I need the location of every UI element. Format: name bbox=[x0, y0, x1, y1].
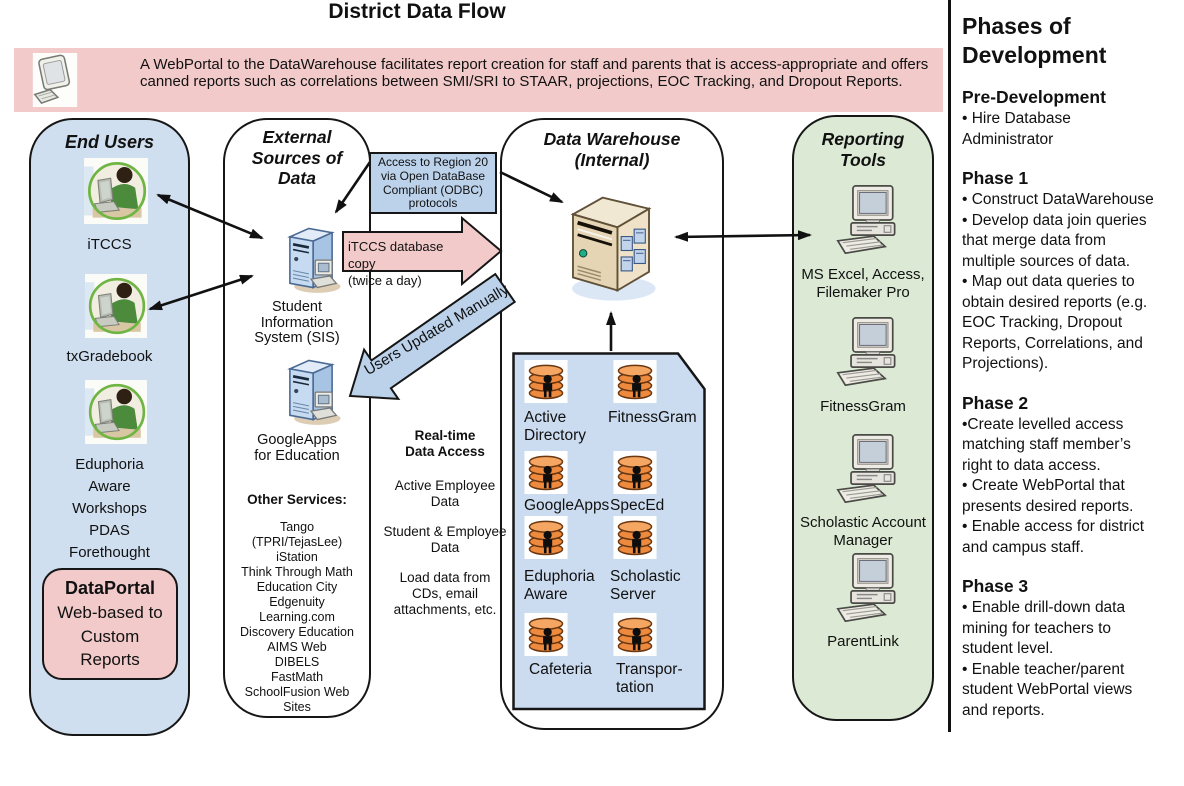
end-users-title: End Users bbox=[64, 132, 155, 152]
database-icon bbox=[612, 516, 658, 559]
other-service-item: DIBELS bbox=[274, 655, 320, 669]
phase-bullet: • Map out data queries to obtain desired… bbox=[962, 273, 1148, 372]
dataportal-title: DataPortal bbox=[64, 578, 156, 598]
person-laptop-icon bbox=[82, 158, 150, 224]
reporting-tool-label: ParentLink bbox=[827, 633, 899, 650]
database-label: Cafeteria bbox=[529, 661, 592, 678]
database-icon bbox=[523, 516, 569, 559]
odbc-note-box: Access to Region 20 via Open DataBase Co… bbox=[369, 152, 497, 214]
phase-bullet: • Enable access for district and campus … bbox=[962, 518, 1145, 556]
phase-section: Pre-Development • Hire Database Administ… bbox=[962, 87, 1154, 150]
phase-heading: Pre-Development bbox=[962, 87, 1106, 107]
phase-bullet: •Create levelled access matching staff m… bbox=[962, 415, 1131, 474]
banner-text: A WebPortal to the DataWarehouse facilit… bbox=[140, 56, 929, 90]
person-laptop-icon bbox=[82, 380, 150, 444]
page-title: District Data Flow bbox=[328, 0, 506, 23]
webportal-computer-icon bbox=[32, 53, 78, 107]
phase-bullet: • Enable teacher/parent student WebPorta… bbox=[962, 660, 1133, 719]
phase-heading: Phase 3 bbox=[962, 576, 1029, 596]
database-icon bbox=[612, 360, 658, 403]
data-warehouse-title: Data Warehouse (Internal) bbox=[543, 129, 681, 170]
warehouse-server-icon bbox=[560, 182, 662, 306]
other-service-item: Discovery Education bbox=[240, 625, 354, 639]
reporting-tool-label: FitnessGram bbox=[820, 398, 906, 415]
phases-title: Phases of Development bbox=[962, 13, 1107, 68]
desktop-computer-icon bbox=[833, 184, 907, 256]
desktop-computer-icon bbox=[833, 433, 907, 505]
other-service-item: SchoolFusion Web Sites bbox=[244, 685, 350, 714]
reporting-tools-title: Reporting Tools bbox=[821, 129, 905, 170]
phase-bullet: • Create WebPortal that presents desired… bbox=[962, 477, 1134, 515]
phase-heading: Phase 2 bbox=[962, 392, 1029, 413]
other-service-item: FastMath bbox=[270, 670, 324, 684]
reporting-tool-label: MS Excel, Access, Filemaker Pro bbox=[801, 266, 925, 301]
end-user-label: txGradebook bbox=[66, 348, 153, 365]
external-sources-title: External Sources of Data bbox=[251, 127, 343, 189]
phase-heading: Phase 1 bbox=[962, 168, 1029, 188]
other-services-list: Tango (TPRI/TejasLee) iStation Think Thr… bbox=[223, 520, 371, 715]
other-service-item: Tango (TPRI/TejasLee) bbox=[251, 520, 343, 549]
database-icon bbox=[523, 451, 569, 494]
database-label: SpecEd bbox=[610, 497, 665, 514]
database-label: GoogleApps bbox=[524, 497, 610, 514]
other-service-item: Think Through Math bbox=[241, 565, 353, 579]
realtime-item: Active Employee Data bbox=[394, 478, 496, 509]
dataportal-box bbox=[42, 568, 178, 680]
phase-bullet: • Enable drill-down data mining for teac… bbox=[962, 599, 1126, 657]
desktop-computer-icon bbox=[833, 552, 907, 624]
phase-bullet: • Construct DataWarehouse bbox=[962, 191, 1154, 208]
end-user-label: Eduphoria Aware Workshops PDAS Forethoug… bbox=[69, 456, 150, 561]
database-label: Transpor- tation bbox=[616, 661, 683, 696]
other-service-item: Edgenuity bbox=[269, 595, 325, 609]
users-manual-arrow-label: Users Updated Manually bbox=[361, 280, 512, 379]
other-service-item: AIMS Web bbox=[267, 640, 327, 654]
googleapps-label: GoogleApps for Education bbox=[254, 432, 340, 464]
divider-line bbox=[948, 0, 951, 732]
database-icon bbox=[612, 613, 658, 656]
database-label: Eduphoria Aware bbox=[524, 568, 595, 603]
reporting-tool-label: Scholastic Account Manager bbox=[800, 514, 926, 549]
realtime-item: Student & Employee Data bbox=[383, 524, 507, 555]
sis-server-icon bbox=[277, 220, 345, 296]
sis-label: Student Information System (SIS) bbox=[254, 299, 340, 346]
phase-bullet: • Develop data join queries that merge d… bbox=[962, 211, 1147, 270]
realtime-item: Load data from CDs, email attachments, e… bbox=[393, 570, 497, 617]
person-laptop-icon bbox=[82, 274, 150, 338]
end-user-label: iTCCS bbox=[87, 236, 132, 253]
phase-section: Phase 1 • Construct DataWarehouse • Deve… bbox=[962, 168, 1154, 375]
other-service-item: iStation bbox=[276, 550, 318, 564]
database-icon bbox=[523, 360, 569, 403]
webportal-banner bbox=[14, 48, 943, 112]
realtime-heading: Real-time Data Access bbox=[405, 428, 485, 459]
database-icon bbox=[523, 613, 569, 656]
desktop-computer-icon bbox=[833, 316, 907, 388]
other-service-item: Learning.com bbox=[259, 610, 335, 624]
phase-bullet: • Hire Database Administrator bbox=[962, 110, 1071, 148]
other-service-item: Education City bbox=[256, 580, 338, 594]
database-icon bbox=[612, 451, 658, 494]
phase-section: Phase 3 • Enable drill-down data mining … bbox=[962, 576, 1154, 721]
phase-section: Phase 2 •Create levelled access matching… bbox=[962, 393, 1154, 559]
database-label: FitnessGram bbox=[608, 409, 697, 426]
reporting-tools-panel bbox=[792, 115, 934, 721]
googleapps-server-icon bbox=[277, 352, 345, 428]
itccs-copy-arrow-label: iTCCS database copy (twice a day) bbox=[348, 239, 444, 288]
database-label: Active Directory bbox=[524, 409, 587, 444]
database-label: Scholastic Server bbox=[610, 568, 681, 603]
dataportal-subtitle: Web-based to Custom Reports bbox=[57, 603, 163, 669]
other-services-heading: Other Services: bbox=[247, 492, 347, 507]
phases-panel: Phases of Development Pre-Development • … bbox=[962, 12, 1154, 721]
